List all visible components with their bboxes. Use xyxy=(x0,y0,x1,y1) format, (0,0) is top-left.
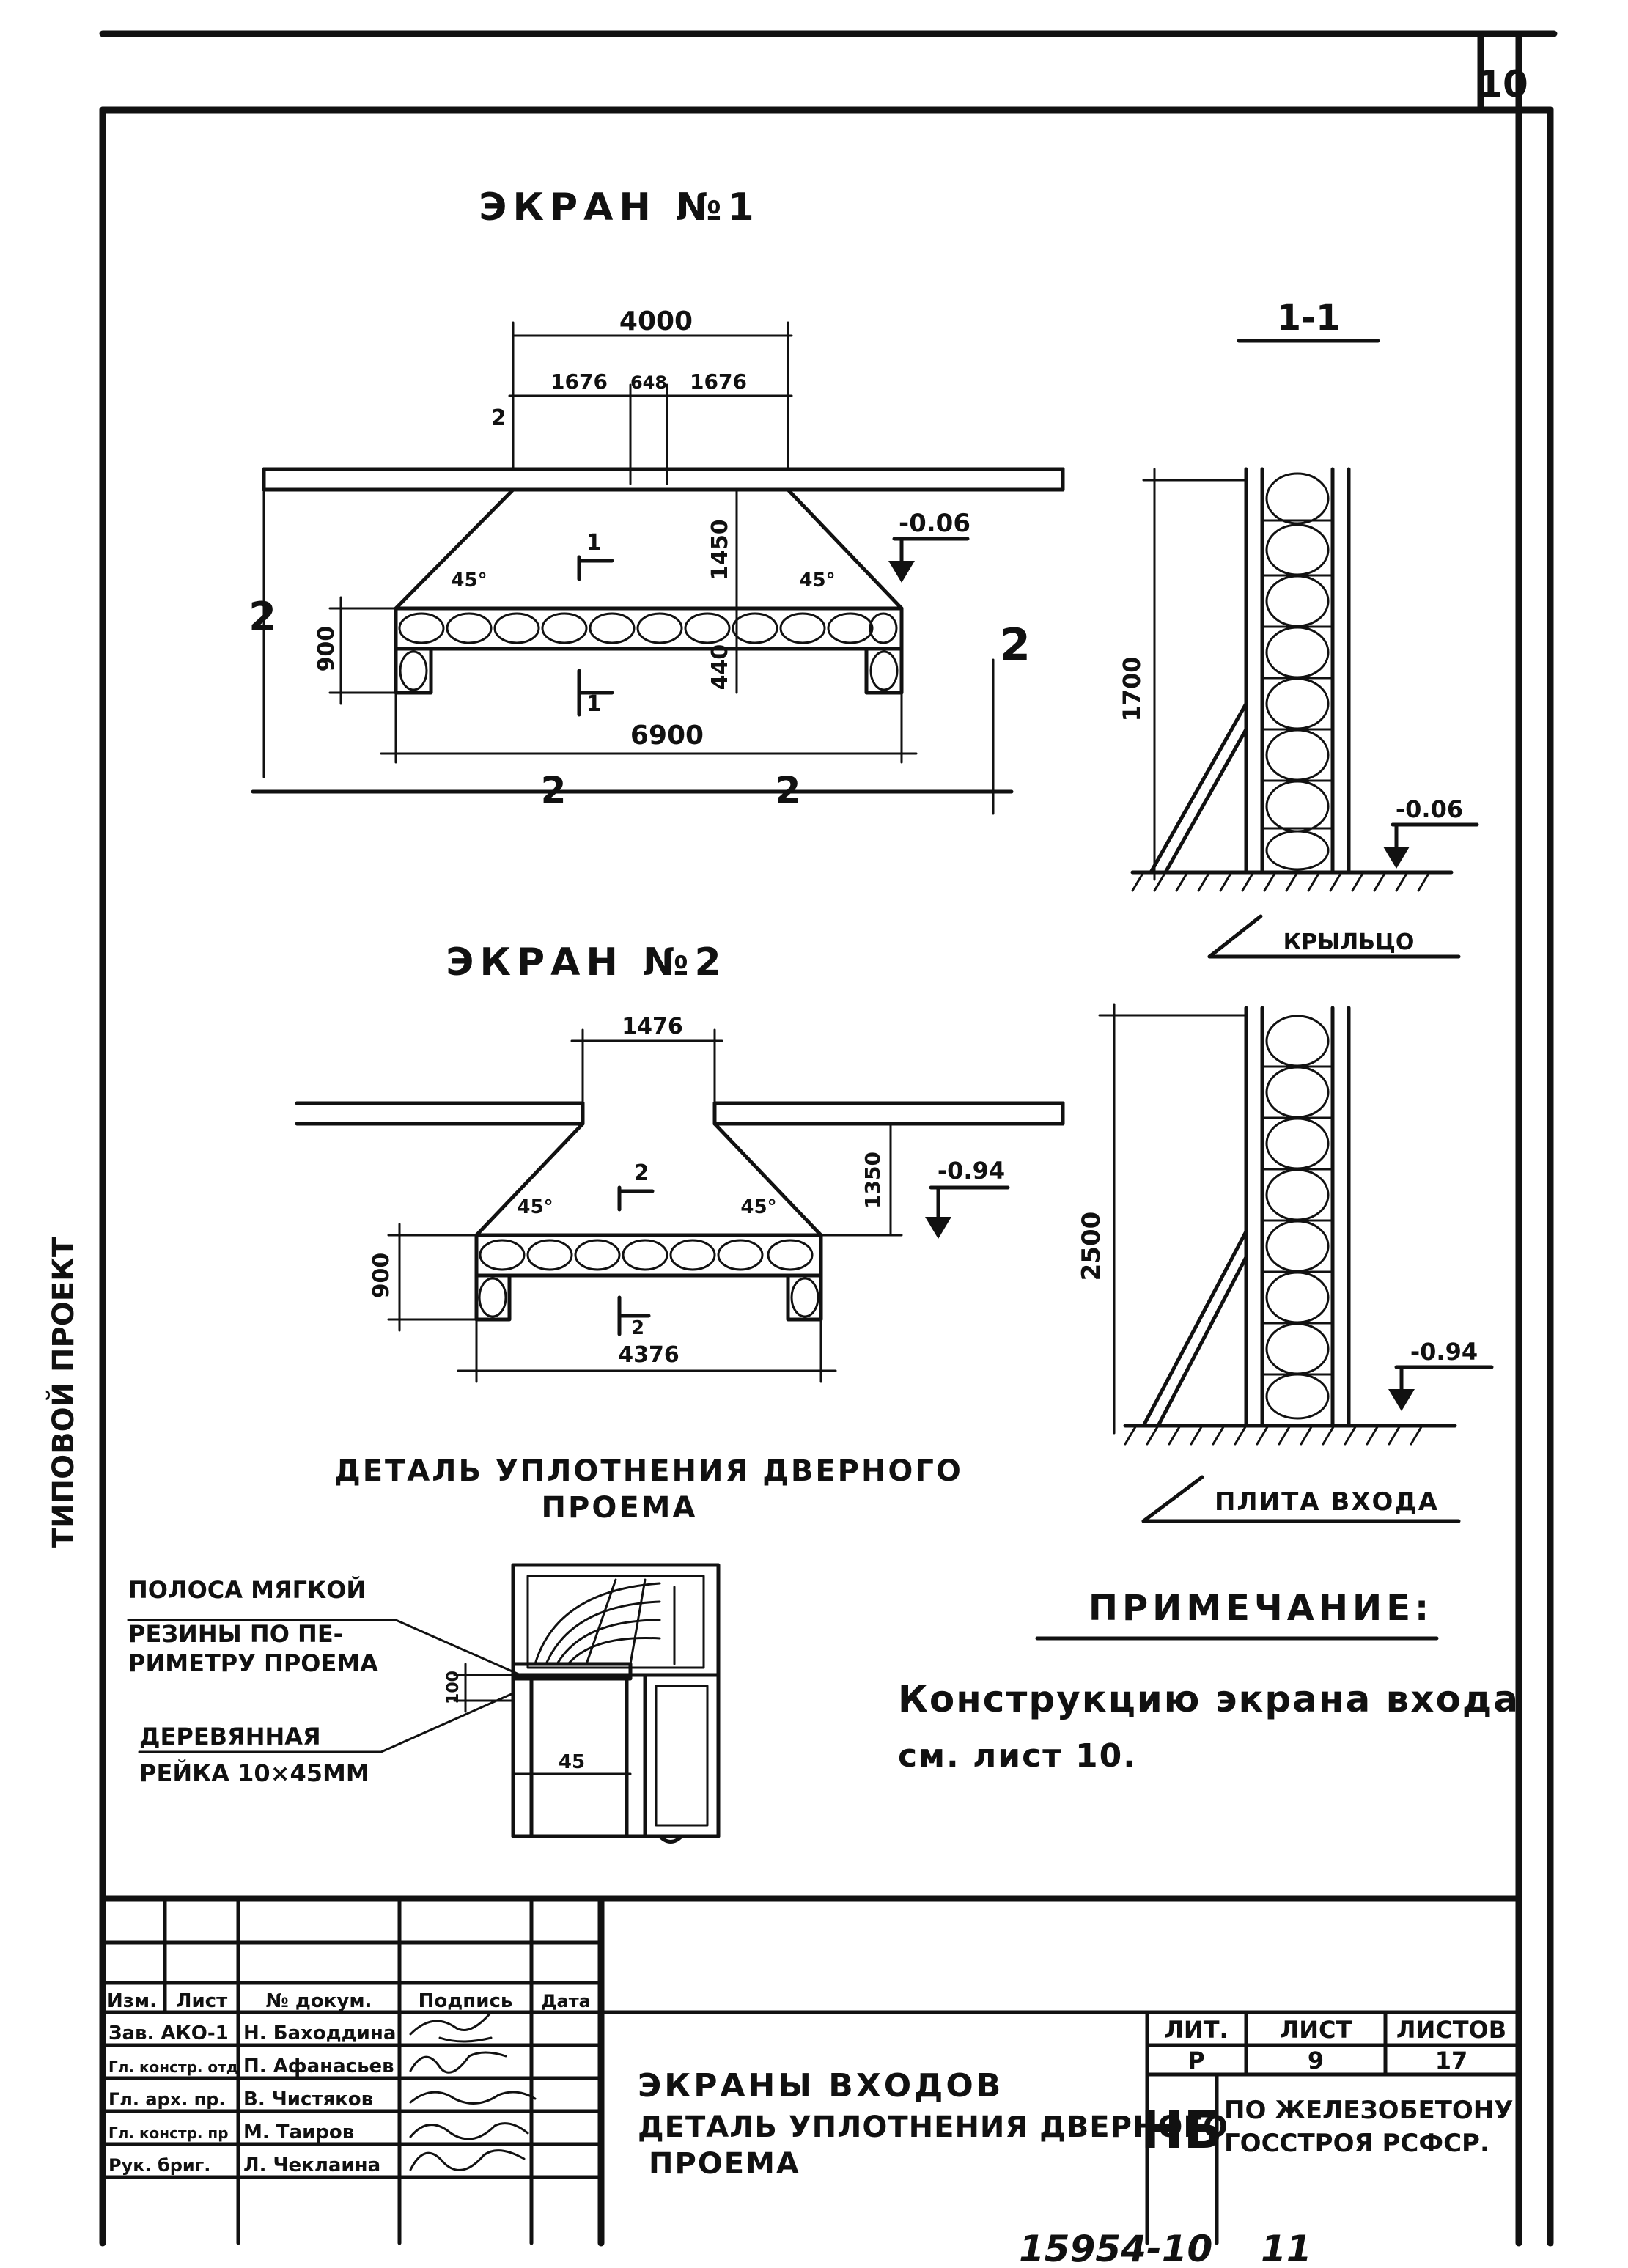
screen1-plan xyxy=(251,321,1065,815)
tb-header-sign: Подпись xyxy=(419,1990,513,2012)
screen1-dim-1450: 1450 xyxy=(707,519,733,581)
screen2-dim-1476: 1476 xyxy=(622,1014,683,1039)
detail-label1-line1: ПОЛОСА МЯГКОЙ xyxy=(128,1576,366,1604)
section11-label: КРЫЛЬЦО xyxy=(1283,929,1415,955)
sheet-frame xyxy=(99,30,1558,2247)
screen1-dim-440: 440 xyxy=(707,644,733,691)
screen1-dim-4000: 4000 xyxy=(619,306,693,336)
screen2-section-mark-top: 2 xyxy=(634,1160,649,1186)
screen2-dim-1350: 1350 xyxy=(861,1152,885,1209)
section22-dim-2500: 2500 xyxy=(1077,1212,1106,1281)
screen2-plan xyxy=(295,1028,1065,1383)
tb-sheet-value: 9 xyxy=(1308,2047,1324,2074)
tb-header-doc: № докум. xyxy=(266,1990,372,2012)
page-number: 10 xyxy=(1477,63,1528,106)
detail-title-line1: ДЕТАЛЬ УПЛОТНЕНИЯ ДВЕРНОГО xyxy=(334,1454,963,1488)
note-title: ПРИМЕЧАНИЕ: xyxy=(1089,1588,1433,1629)
tb-title-line2: ДЕТАЛЬ УПЛОТНЕНИЯ ДВЕРНОГО xyxy=(638,2110,1229,2144)
section22-level: -0.94 xyxy=(1410,1338,1478,1366)
screen1-axis-top-left: 2 xyxy=(491,405,507,431)
screen1-level: -0.06 xyxy=(899,509,970,538)
detail-dim-45: 45 xyxy=(559,1751,585,1773)
tb-row-name: П. Афанасьев xyxy=(243,2055,394,2077)
screen1-angle-right: 45° xyxy=(799,570,835,592)
detail-label2-line1: ДЕРЕВЯННАЯ xyxy=(139,1723,321,1750)
section11-dim-1700: 1700 xyxy=(1118,656,1146,721)
tb-org-line1: ПО ЖЕЛЕЗОБЕТОНУ xyxy=(1224,2096,1513,2125)
section11-elevation xyxy=(1130,467,1479,959)
tb-row-name: В. Чистяков xyxy=(243,2088,373,2110)
detail-dim-100: 100 xyxy=(444,1671,463,1704)
tb-row-role: Рук. бриг. xyxy=(108,2155,210,2176)
screen1-axis-bottom-left: 2 xyxy=(541,769,567,811)
section22-label: ПЛИТА ВХОДА xyxy=(1215,1487,1439,1517)
detail-label1-line3: РИМЕТРУ ПРОЕМА xyxy=(128,1649,378,1677)
screen1-section-mark-top: 1 xyxy=(586,530,602,556)
tb-org-code: НБ xyxy=(1141,2100,1223,2160)
screen2-angle-right: 45° xyxy=(740,1196,776,1218)
screen1-axis-bottom-right: 2 xyxy=(776,769,801,811)
side-label: ТИПОВОЙ ПРОЕКТ xyxy=(45,1237,81,1548)
bottom-number: 15954-10 xyxy=(1019,2228,1212,2268)
tb-org-line2: ГОССТРОЯ РСФСР. xyxy=(1224,2129,1489,2158)
screen1-section-mark-bottom: 1 xyxy=(586,691,602,717)
tb-lit-header: ЛИТ. xyxy=(1164,2016,1228,2044)
tb-title-line1: ЭКРАНЫ ВХОДОВ xyxy=(638,2067,1003,2105)
tb-lit-value: Р xyxy=(1187,2047,1204,2074)
screen2-dim-4376: 4376 xyxy=(618,1342,679,1368)
screen1-angle-left: 45° xyxy=(451,570,487,592)
screen2-angle-left: 45° xyxy=(517,1196,553,1218)
signature-strokes xyxy=(409,2011,537,2171)
screen1-title: ЭКРАН №1 xyxy=(479,185,759,229)
tb-title-line3: ПРОЕМА xyxy=(649,2147,800,2181)
screen1-dim-900: 900 xyxy=(314,626,339,672)
screen1-dim-1676-left: 1676 xyxy=(550,369,608,394)
tb-header-date: Дата xyxy=(541,1991,591,2011)
detail-title-line2: ПРОЕМА xyxy=(542,1491,698,1525)
tb-row-role: Гл. констр. пр xyxy=(108,2124,229,2142)
screen1-dim-648: 648 xyxy=(630,372,667,393)
screen1-axis-left: 2 xyxy=(248,594,276,640)
tb-row-role: Гл. констр. отд xyxy=(108,2058,238,2076)
tb-row-role: Зав. АКО-1 xyxy=(108,2022,229,2044)
tb-row-role: Гл. арх. пр. xyxy=(108,2089,226,2110)
screen2-level: -0.94 xyxy=(938,1157,1005,1185)
note-line2: см. лист 10. xyxy=(898,1737,1137,1775)
note-line1: Конструкцию экрана входа xyxy=(898,1678,1520,1720)
tb-row-name: Л. Чеклаина xyxy=(243,2154,380,2176)
screen2-dim-900: 900 xyxy=(369,1253,394,1299)
bottom-number-2: 11 xyxy=(1261,2228,1312,2268)
title-block-grid xyxy=(99,1895,1522,2247)
tb-sheets-header: ЛИСТОВ xyxy=(1396,2016,1506,2044)
detail-drawing xyxy=(127,1563,721,1844)
screen1-dim-6900: 6900 xyxy=(630,721,704,751)
tb-sheet-header: ЛИСТ xyxy=(1280,2016,1352,2044)
detail-label2-line2: РЕЙКА 10×45ММ xyxy=(139,1759,369,1787)
section22-elevation xyxy=(1098,1003,1494,1523)
screen2-section-mark-bottom: 2 xyxy=(631,1317,644,1339)
screen1-dim-1676-right: 1676 xyxy=(690,369,747,394)
tb-row-name: Н. Баходдина xyxy=(243,2022,396,2044)
tb-row-name: М. Таиров xyxy=(243,2121,354,2143)
section11-title: 1-1 xyxy=(1277,298,1341,339)
section11-level: -0.06 xyxy=(1396,795,1463,823)
tb-sheets-value: 17 xyxy=(1435,2047,1468,2074)
screen1-axis-right: 2 xyxy=(1000,619,1031,671)
tb-header-list: Лист xyxy=(176,1990,227,2012)
detail-label1-line2: РЕЗИНЫ ПО ПЕ- xyxy=(128,1620,343,1648)
screen2-title: ЭКРАН №2 xyxy=(446,940,726,984)
tb-header-izm: Изм. xyxy=(107,1990,157,2012)
